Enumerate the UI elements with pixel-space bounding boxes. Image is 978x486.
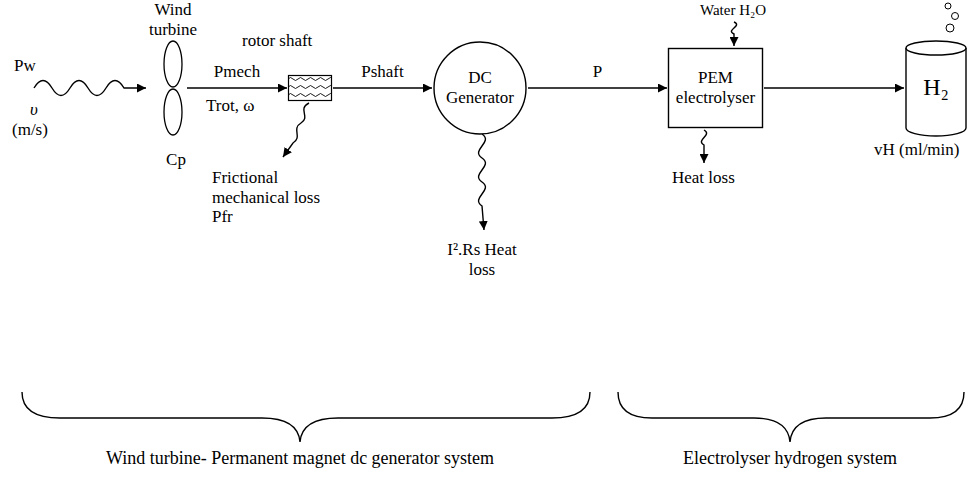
loss-label: Heat loss	[672, 168, 735, 188]
loss-label: I².Rs Heat loss	[440, 240, 524, 279]
system-caption: Electrolyser hydrogen system	[650, 448, 930, 469]
wind-turbine-outline	[160, 40, 186, 136]
node-text: PEM electrolyser	[672, 68, 759, 107]
bubble	[946, 24, 954, 32]
node-text: DC Generator	[437, 68, 523, 107]
power-flow-arrow	[528, 87, 667, 88]
rotor-shaft: rotor shaft	[288, 75, 332, 101]
pem-electrolyser: PEM electrolyser	[668, 48, 763, 128]
heat-loss-arrow	[479, 134, 486, 230]
wind-input-arrow	[34, 81, 146, 96]
flow-rate-label: vH (ml/min)	[874, 140, 959, 160]
water-input-arrow	[731, 22, 736, 46]
wind-power-symbol: Pw	[14, 56, 36, 76]
heat-loss-arrow	[701, 130, 706, 163]
power-flow-arrow	[764, 87, 904, 88]
power-flow-arrow	[187, 87, 287, 88]
torque-speed-label: Trot, ω	[206, 96, 254, 116]
brace	[22, 392, 590, 442]
hydrogen-tank: H₂	[905, 40, 967, 136]
loss-label: Frictional mechanical loss Pfr	[212, 168, 322, 227]
power-label: Pmech	[214, 62, 260, 82]
power-label: Pshaft	[361, 62, 404, 82]
node-heading: Cp	[156, 150, 196, 170]
rotor-shaft-outline	[288, 75, 332, 101]
power-label: P	[593, 62, 602, 82]
input-label: Water H₂O	[700, 2, 766, 19]
node-heading: rotor shaft	[242, 31, 312, 51]
wind-speed-symbol: υ	[30, 100, 38, 120]
wind-turbine: Wind turbineCp	[160, 40, 186, 136]
friction-loss-arrow	[283, 103, 309, 157]
node-heading: Wind turbine	[133, 0, 213, 39]
bubble	[952, 13, 959, 20]
system-caption: Wind turbine- Permanent magnet dc genera…	[80, 448, 520, 469]
bubble	[945, 3, 951, 9]
power-flow-arrow	[333, 87, 432, 88]
node-text: H₂	[923, 74, 949, 102]
brace	[618, 392, 964, 442]
dc-generator: DC Generator	[433, 41, 527, 135]
unit-label: (m/s)	[12, 120, 48, 140]
